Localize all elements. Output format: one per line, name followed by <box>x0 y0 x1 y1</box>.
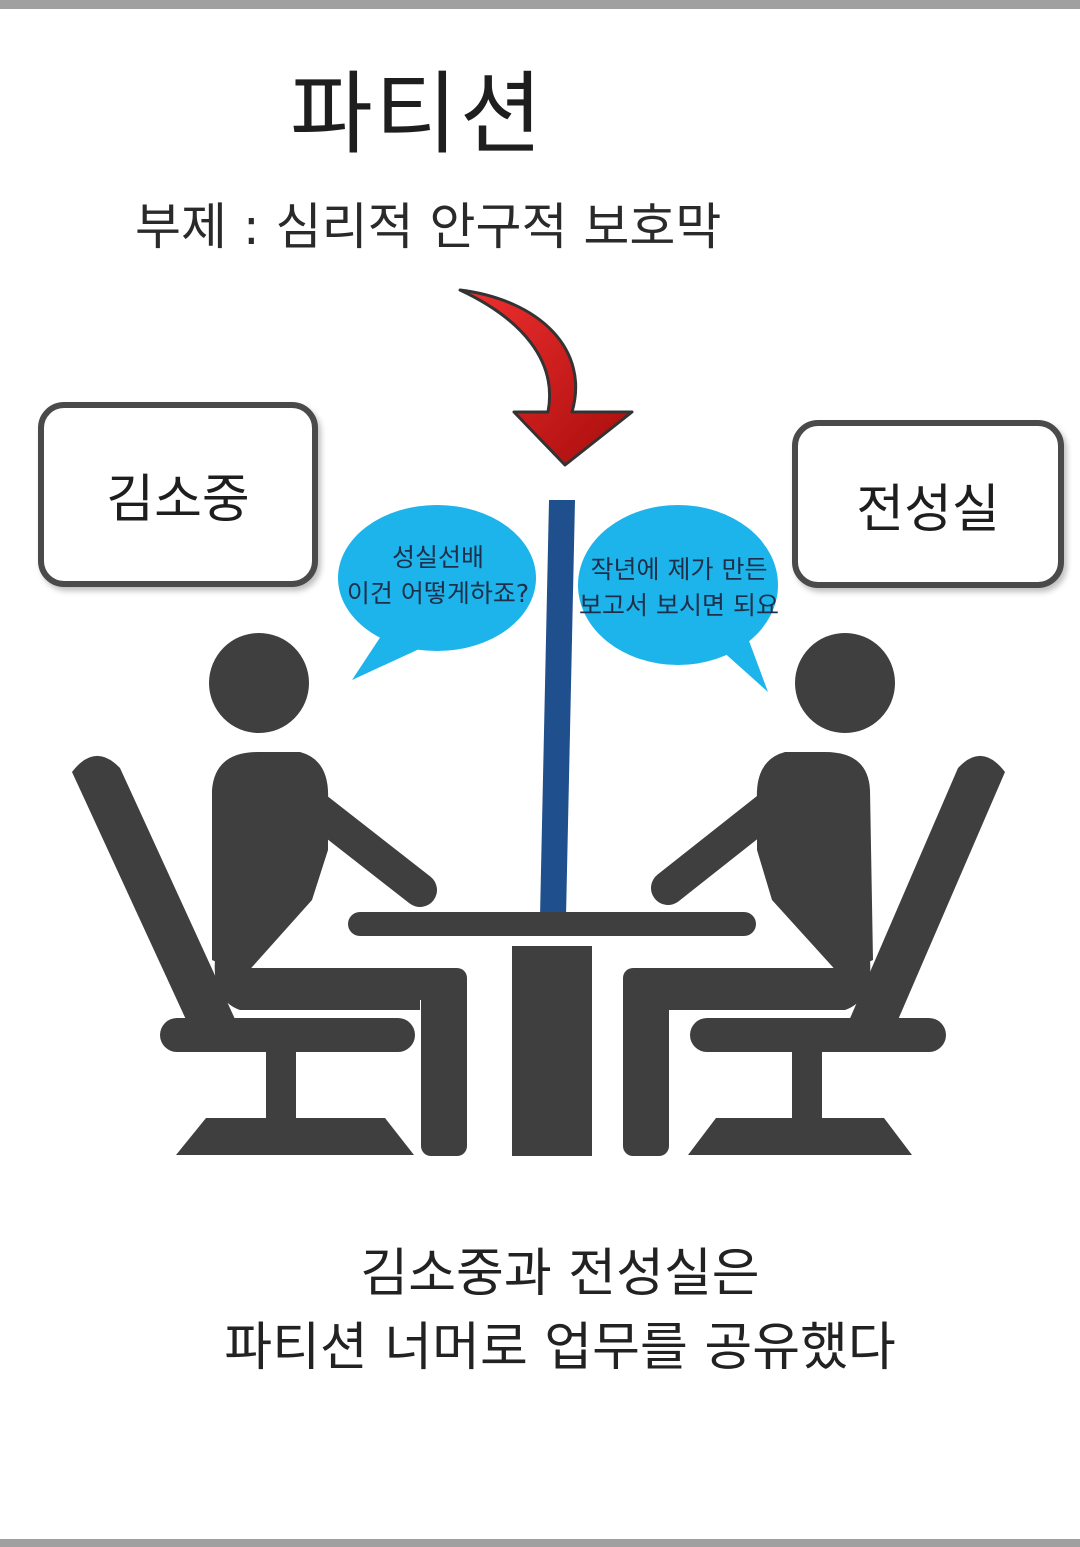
speech-bubble-left-text: 성실선배 이건 어떻게하죠? <box>338 540 538 612</box>
name-label-left: 김소중 <box>38 402 318 587</box>
speech-bubble-left-line1: 성실선배 <box>391 543 484 572</box>
speech-bubble-right-line1: 작년에 제가 만든 <box>590 555 768 584</box>
caption-line1: 김소중과 전성실은 <box>360 1244 760 1304</box>
speech-bubble-right-text: 작년에 제가 만든 보고서 보시면 되요 <box>574 552 784 624</box>
person-left-figure <box>72 633 467 1156</box>
caption-line2: 파티션 너머로 업무를 공유했다 <box>224 1318 896 1378</box>
name-label-right: 전성실 <box>792 420 1064 588</box>
partition <box>540 500 575 917</box>
person-right-figure <box>623 633 1005 1156</box>
speech-bubble-left <box>338 505 536 680</box>
speech-bubble-left-line2: 이건 어떻게하죠? <box>346 579 530 608</box>
speech-bubble-right <box>578 505 778 692</box>
top-border <box>0 0 1080 9</box>
arrow-down-icon <box>458 288 634 467</box>
speech-bubble-right-line2: 보고서 보시면 되요 <box>579 591 779 620</box>
bottom-border <box>0 1539 1080 1547</box>
caption: 김소중과 전성실은 파티션 너머로 업무를 공유했다 <box>0 1237 1080 1385</box>
table <box>348 912 756 1156</box>
page-title: 파티션 <box>290 62 545 167</box>
page-subtitle: 부제 : 심리적 안구적 보호막 <box>135 198 722 256</box>
